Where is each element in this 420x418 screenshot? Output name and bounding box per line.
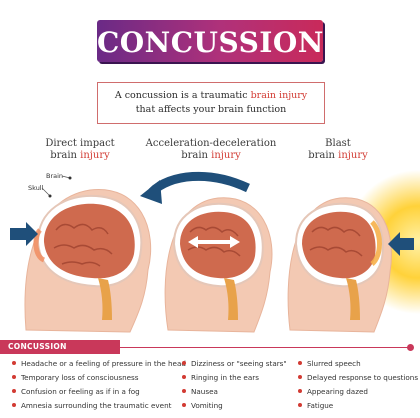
panel-label-blast: Blast brain injury [290,138,386,162]
symptom-text: Headache or a feeling of pressure in the… [21,359,186,368]
bullet-icon [182,361,186,365]
symptom-item: Amnesia surrounding the traumatic event [12,401,171,410]
head-acceleration [164,197,273,333]
panel-label-highlight: injury [211,150,241,161]
motion-arrow-icon [148,171,250,196]
panel-label-prefix: brain [50,150,81,161]
symptom-item: Vomiting [182,401,223,410]
blast-arrow-icon [388,232,414,256]
panel-label-line-1: Acceleration-deceleration [145,138,277,149]
symptom-item: Temporary loss of consciousness [12,373,139,382]
bullet-icon [182,403,186,407]
symptom-item: Delayed response to questions [298,373,418,382]
symptom-item: Nausea [182,387,218,396]
panel-label-prefix: brain [308,150,339,161]
symptom-text: Confusion or feeling as if in a fog [21,387,140,396]
symptom-text: Appearing dazed [307,387,368,396]
symptom-item: Fatigue [298,401,333,410]
panel-label-line-1: Direct impact [45,138,115,149]
bullet-icon [12,389,16,393]
symptom-text: Dizziness or "seeing stars" [191,359,287,368]
definition-highlight: brain injury [250,90,308,101]
symptom-text: Nausea [191,387,218,396]
definition-prefix: A concussion is a traumatic [114,90,251,101]
brain [44,203,135,279]
brain-label: Brain [46,172,63,180]
symptom-text: Delayed response to questions [307,373,419,382]
symptom-item: Confusion or feeling as if in a fog [12,387,140,396]
symptom-text: Fatigue [307,401,334,410]
symptom-text: Temporary loss of consciousness [21,373,139,382]
page-title: CONCUSSION [97,26,324,59]
impact-arrow-icon [10,222,38,246]
symptom-text: Ringing in the ears [191,373,259,382]
bullet-icon [182,389,186,393]
definition-line-2: that affects your brain function [135,104,287,115]
symptom-text: Amnesia surrounding the traumatic event [21,401,172,410]
panel-label-line-1: Blast [325,138,351,149]
definition-line-1: A concussion is a traumatic brain injury [98,90,324,101]
bullet-icon [298,403,302,407]
head-direct-impact [24,189,152,333]
symptoms-heading: CONCUSSION SYMPTOMS [0,340,120,365]
symptom-text: Slurred speech [307,359,361,368]
bullet-icon [298,375,302,379]
symptom-item: Slurred speech [298,359,361,368]
symptoms-divider [118,347,410,348]
head-illustrations: Brain Skull [10,170,420,333]
symptom-item: Appearing dazed [298,387,368,396]
definition-box: A concussion is a traumatic brain injury… [97,82,325,124]
bullet-icon [182,375,186,379]
panel-label-line-2: brain injury [22,150,138,162]
symptom-item: Dizziness or "seeing stars" [182,359,287,368]
title-banner: CONCUSSION [97,20,323,62]
bullet-icon [12,403,16,407]
symptom-item: Headache or a feeling of pressure in the… [12,359,186,368]
panel-label-acceleration: Acceleration-deceleration brain injury [136,138,286,162]
panel-label-direct-impact: Direct impact brain injury [22,138,138,162]
panel-label-prefix: brain [181,150,212,161]
bullet-icon [298,389,302,393]
symptom-text: Vomiting [191,401,223,410]
panel-label-highlight: injury [338,150,368,161]
head-blast [287,197,392,333]
panel-label-line-2: brain injury [136,150,286,162]
symptom-item: Ringing in the ears [182,373,259,382]
bullet-icon [298,361,302,365]
bullet-icon [12,361,16,365]
panel-label-highlight: injury [80,150,110,161]
bullet-icon [12,375,16,379]
panel-label-line-2: brain injury [290,150,386,162]
skull-label: Skull [28,184,44,192]
symptoms-divider-dot [407,344,414,351]
